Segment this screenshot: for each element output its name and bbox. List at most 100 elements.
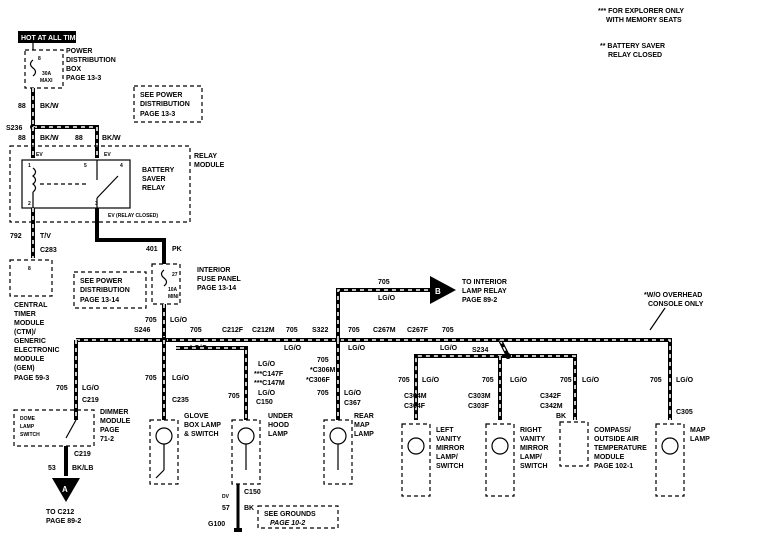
rear-lgo: LG/O (344, 390, 362, 397)
right-vanity-705: 705 (482, 377, 494, 384)
right-vanity-l1: RIGHT (520, 427, 543, 434)
see-pd2-line2: DISTRIBUTION (80, 287, 130, 294)
glove-label1: GLOVE (184, 413, 209, 420)
bsr-label2: SAVER (142, 176, 166, 183)
ctm-module-box (9, 259, 53, 297)
left-vanity-mirror-lamp (401, 423, 431, 497)
saver-note-line1: ** BATTERY SAVER (600, 43, 665, 50)
left-vanity-l4: LAMP/ (436, 454, 458, 461)
arrow-b-icon (430, 276, 456, 304)
relay-pin4: 4 (120, 163, 123, 169)
to-relay-line1: TO INTERIOR (462, 279, 507, 286)
glove-label3: & SWITCH (184, 431, 219, 438)
see-pd2-line1: SEE POWER (80, 278, 122, 285)
rear-map-lamp (323, 419, 353, 485)
svg-text:TIMER: TIMER (14, 311, 36, 318)
wire-88b-color: BK/W (40, 135, 59, 142)
ifp-label3: PAGE 13-14 (197, 285, 236, 292)
wire-53-num: 53 (48, 465, 56, 472)
s322-label: S322 (312, 327, 328, 334)
relay-pin1: 1 (28, 163, 31, 169)
left-vanity-705: 705 (398, 377, 410, 384)
bus-lgo-c: LG/O (348, 345, 366, 352)
compass-l1: COMPASS/ (594, 427, 631, 434)
relay-branch-lgo: LG/O (378, 295, 396, 302)
see-pd-line2: DISTRIBUTION (140, 101, 190, 108)
wire-57-num: 57 (222, 505, 230, 512)
connector-c306m: *C306M (310, 367, 335, 374)
map-lamp-bulb-icon (661, 437, 679, 455)
connector-c342f: C342F (540, 393, 562, 400)
right-vanity-l4: LAMP/ (520, 454, 542, 461)
rear-label3: LAMP (354, 431, 374, 438)
compass-l2: OUTSIDE AIR (594, 436, 639, 443)
connector-c342m: C342M (540, 403, 563, 410)
svg-text:(CTM)/: (CTM)/ (14, 329, 36, 336)
left-vanity-lgo: LG/O (422, 377, 440, 384)
dimmer-label4: 71-2 (100, 436, 114, 443)
connector-c304f: C304F (404, 403, 426, 410)
pdb-fuse-amp: 30A (42, 71, 52, 77)
connector-c306f: *C306F (306, 377, 330, 384)
ifp-fuse-type: MINI (168, 294, 179, 300)
power-distribution-box-label: POWER DISTRIBUTION BOX PAGE 13-3 (66, 48, 116, 82)
left-vanity-bulb-icon (407, 437, 425, 455)
svg-text:CENTRAL: CENTRAL (14, 302, 48, 309)
relay-pin2: 2 (28, 201, 31, 207)
dimmer-module-box (13, 409, 95, 447)
connector-c212f: C212F (222, 327, 244, 334)
compass-bk: BK (556, 413, 566, 420)
to-relay-line3: PAGE 89-2 (462, 297, 497, 304)
left-vanity-l1: LEFT (436, 427, 454, 434)
ground-icon-g100 (234, 528, 242, 532)
ctm-pin: 8 (28, 266, 31, 272)
dome-lamp-switch-icon (65, 419, 77, 439)
map-lgo: LG/O (676, 377, 694, 384)
connector-c150b: C150 (244, 489, 261, 496)
hood-lgo-b: LG/O (258, 390, 276, 397)
see-power-distribution-box (133, 85, 203, 123)
connector-c304m: C304M (404, 393, 427, 400)
see-grounds-line2: PAGE 10-2 (270, 520, 305, 527)
ifp-label1: INTERIOR (197, 267, 230, 274)
memory-note-line1: *** FOR EXPLORER ONLY (598, 8, 684, 15)
right-vanity-mirror-lamp (485, 423, 515, 497)
wire-705-underhood (176, 346, 248, 420)
left-vanity-l2: VANITY (436, 436, 461, 443)
connector-c267m: C267M (373, 327, 396, 334)
wire-401-color: PK (172, 246, 182, 253)
dv-label: DV (222, 494, 230, 500)
glove-lamp-bulb-icon (155, 427, 173, 445)
dome-switch-l1: DOME (20, 416, 36, 422)
ctm-label: CENTRAL TIMER MODULE (CTM)/ GENERIC ELEC… (14, 302, 60, 382)
to-c212-line2: PAGE 89-2 (46, 518, 81, 525)
bus-705-b: 705 (286, 327, 298, 334)
hood-label3: LAMP (268, 431, 288, 438)
wire-705-compass (508, 354, 577, 420)
splice-s234 (505, 353, 511, 359)
connector-c212m: C212M (252, 327, 275, 334)
bus-705-d: 705 (442, 327, 454, 334)
relay-closed-note: EV (RELAY CLOSED) (108, 213, 158, 219)
pdb-fuse-number: 8 (38, 56, 41, 62)
interior-fuse-panel (151, 263, 181, 305)
under-hood-lamp (231, 419, 261, 485)
see-pd2-line3: PAGE 13-14 (80, 297, 119, 304)
left-vanity-l5: SWITCH (436, 463, 464, 470)
dimmer-705: 705 (56, 385, 68, 392)
wire-88c-num: 88 (75, 135, 83, 142)
right-vanity-bulb-icon (491, 437, 509, 455)
memory-note-line2: WITH MEMORY SEATS (606, 17, 682, 24)
left-vanity-l3: MIRROR (436, 445, 464, 452)
ifp-label2: FUSE PANEL (197, 276, 242, 283)
relay-pin5: 5 (84, 163, 87, 169)
right-vanity-l5: SWITCH (520, 463, 548, 470)
map-lamp-l2: LAMP (690, 436, 710, 443)
see-pd-line1: SEE POWER (140, 92, 182, 99)
compass-l4: MODULE (594, 454, 625, 461)
svg-text:POWER: POWER (66, 48, 92, 55)
hot-at-all-times-banner (18, 31, 76, 43)
right-vanity-lgo: LG/O (510, 377, 528, 384)
hood-lamp-bulb-icon (237, 427, 255, 445)
